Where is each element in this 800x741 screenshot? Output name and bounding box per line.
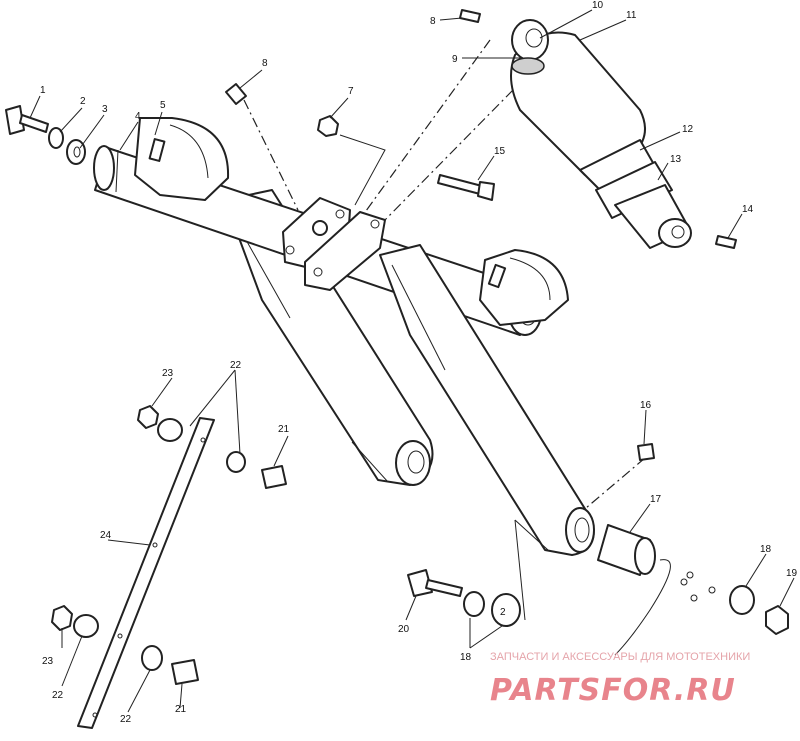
label-21-bottom: 21 (175, 704, 187, 715)
label-23-top: 23 (162, 368, 174, 379)
label-3: 3 (102, 104, 108, 115)
shaft-left-end (93, 145, 115, 191)
label-5: 5 (160, 100, 166, 111)
label-15: 15 (494, 146, 506, 157)
label-19: 19 (786, 568, 798, 579)
label-22-left: 22 (52, 690, 64, 701)
label-13: 13 (670, 154, 682, 165)
grease-fitting-16 (637, 443, 655, 461)
left-clamp (134, 117, 230, 201)
watermark-logo: PARTSFOR.RU (490, 673, 736, 708)
label-7: 7 (348, 86, 354, 97)
grease-fitting-8 (225, 83, 247, 105)
label-17: 17 (650, 494, 662, 505)
label-23-bottom: 23 (42, 656, 54, 667)
label-24: 24 (100, 530, 112, 541)
left-arm-bushing (395, 440, 431, 486)
swing-arm-assembly (93, 117, 595, 556)
bolt-20 (407, 569, 433, 597)
label-20: 20 (398, 624, 410, 635)
label-4: 4 (135, 111, 141, 122)
nut-7 (317, 115, 339, 137)
shock-bottom-eye (658, 218, 692, 248)
callout-leaders (29, 9, 795, 713)
shock-absorber (510, 19, 692, 249)
strap-24 (77, 417, 215, 729)
watermark-tagline: ЗАПЧАСТИ И АКСЕССУАРЫ ДЛЯ МОТОТЕХНИКИ (490, 651, 750, 663)
label-14: 14 (742, 204, 754, 215)
label-22-bottom: 22 (120, 714, 132, 725)
watermark: ЗАПЧАСТИ И АКСЕССУАРЫ ДЛЯ МОТОТЕХНИКИ PA… (490, 651, 750, 708)
label-9: 9 (452, 54, 458, 65)
assembly-lines (243, 39, 646, 621)
washer-18-b (491, 593, 521, 627)
svg-text:2: 2 (500, 607, 506, 618)
washer-3 (66, 139, 86, 165)
right-clamp (479, 249, 569, 326)
callout-labels: 1 2 3 4 5 7 8 8 9 10 11 12 13 14 15 16 1… (40, 0, 798, 725)
washer-22-a (157, 418, 183, 442)
label-11: 11 (626, 10, 637, 21)
limiter-strap (51, 405, 287, 729)
washer-22-d (141, 645, 163, 671)
washer-2 (48, 127, 64, 149)
label-22-top: 22 (230, 360, 242, 371)
label-12: 12 (682, 124, 694, 135)
bolt-1 (5, 105, 25, 135)
nut-19 (765, 605, 789, 635)
label-18-bottom: 18 (460, 652, 472, 663)
pin-14 (715, 235, 737, 249)
bolt-15 (437, 174, 483, 195)
label-2: 2 (80, 96, 86, 107)
washer-18-c (729, 585, 755, 615)
pin-8 (459, 9, 481, 23)
label-18-right: 18 (760, 544, 772, 555)
washer-22-b (226, 451, 246, 473)
label-8-pin: 8 (430, 16, 436, 27)
label-8-fitting: 8 (262, 58, 268, 69)
nut-23-b (51, 605, 73, 631)
label-1: 1 (40, 85, 46, 96)
washer-22-c (73, 614, 99, 638)
right-arm-bushing (565, 507, 595, 553)
label-16: 16 (640, 400, 652, 411)
nut-23-a (137, 405, 159, 429)
shock-bushing-ring (511, 57, 545, 75)
shock-mount-right (304, 211, 386, 291)
hardware: 2 (5, 9, 789, 656)
label-10: 10 (592, 0, 604, 11)
bolt-21-a (261, 465, 287, 489)
washer-18-a (463, 591, 485, 617)
shock-top-eye (511, 19, 549, 61)
bolt-21-b (171, 659, 199, 685)
label-21-top: 21 (278, 424, 290, 435)
